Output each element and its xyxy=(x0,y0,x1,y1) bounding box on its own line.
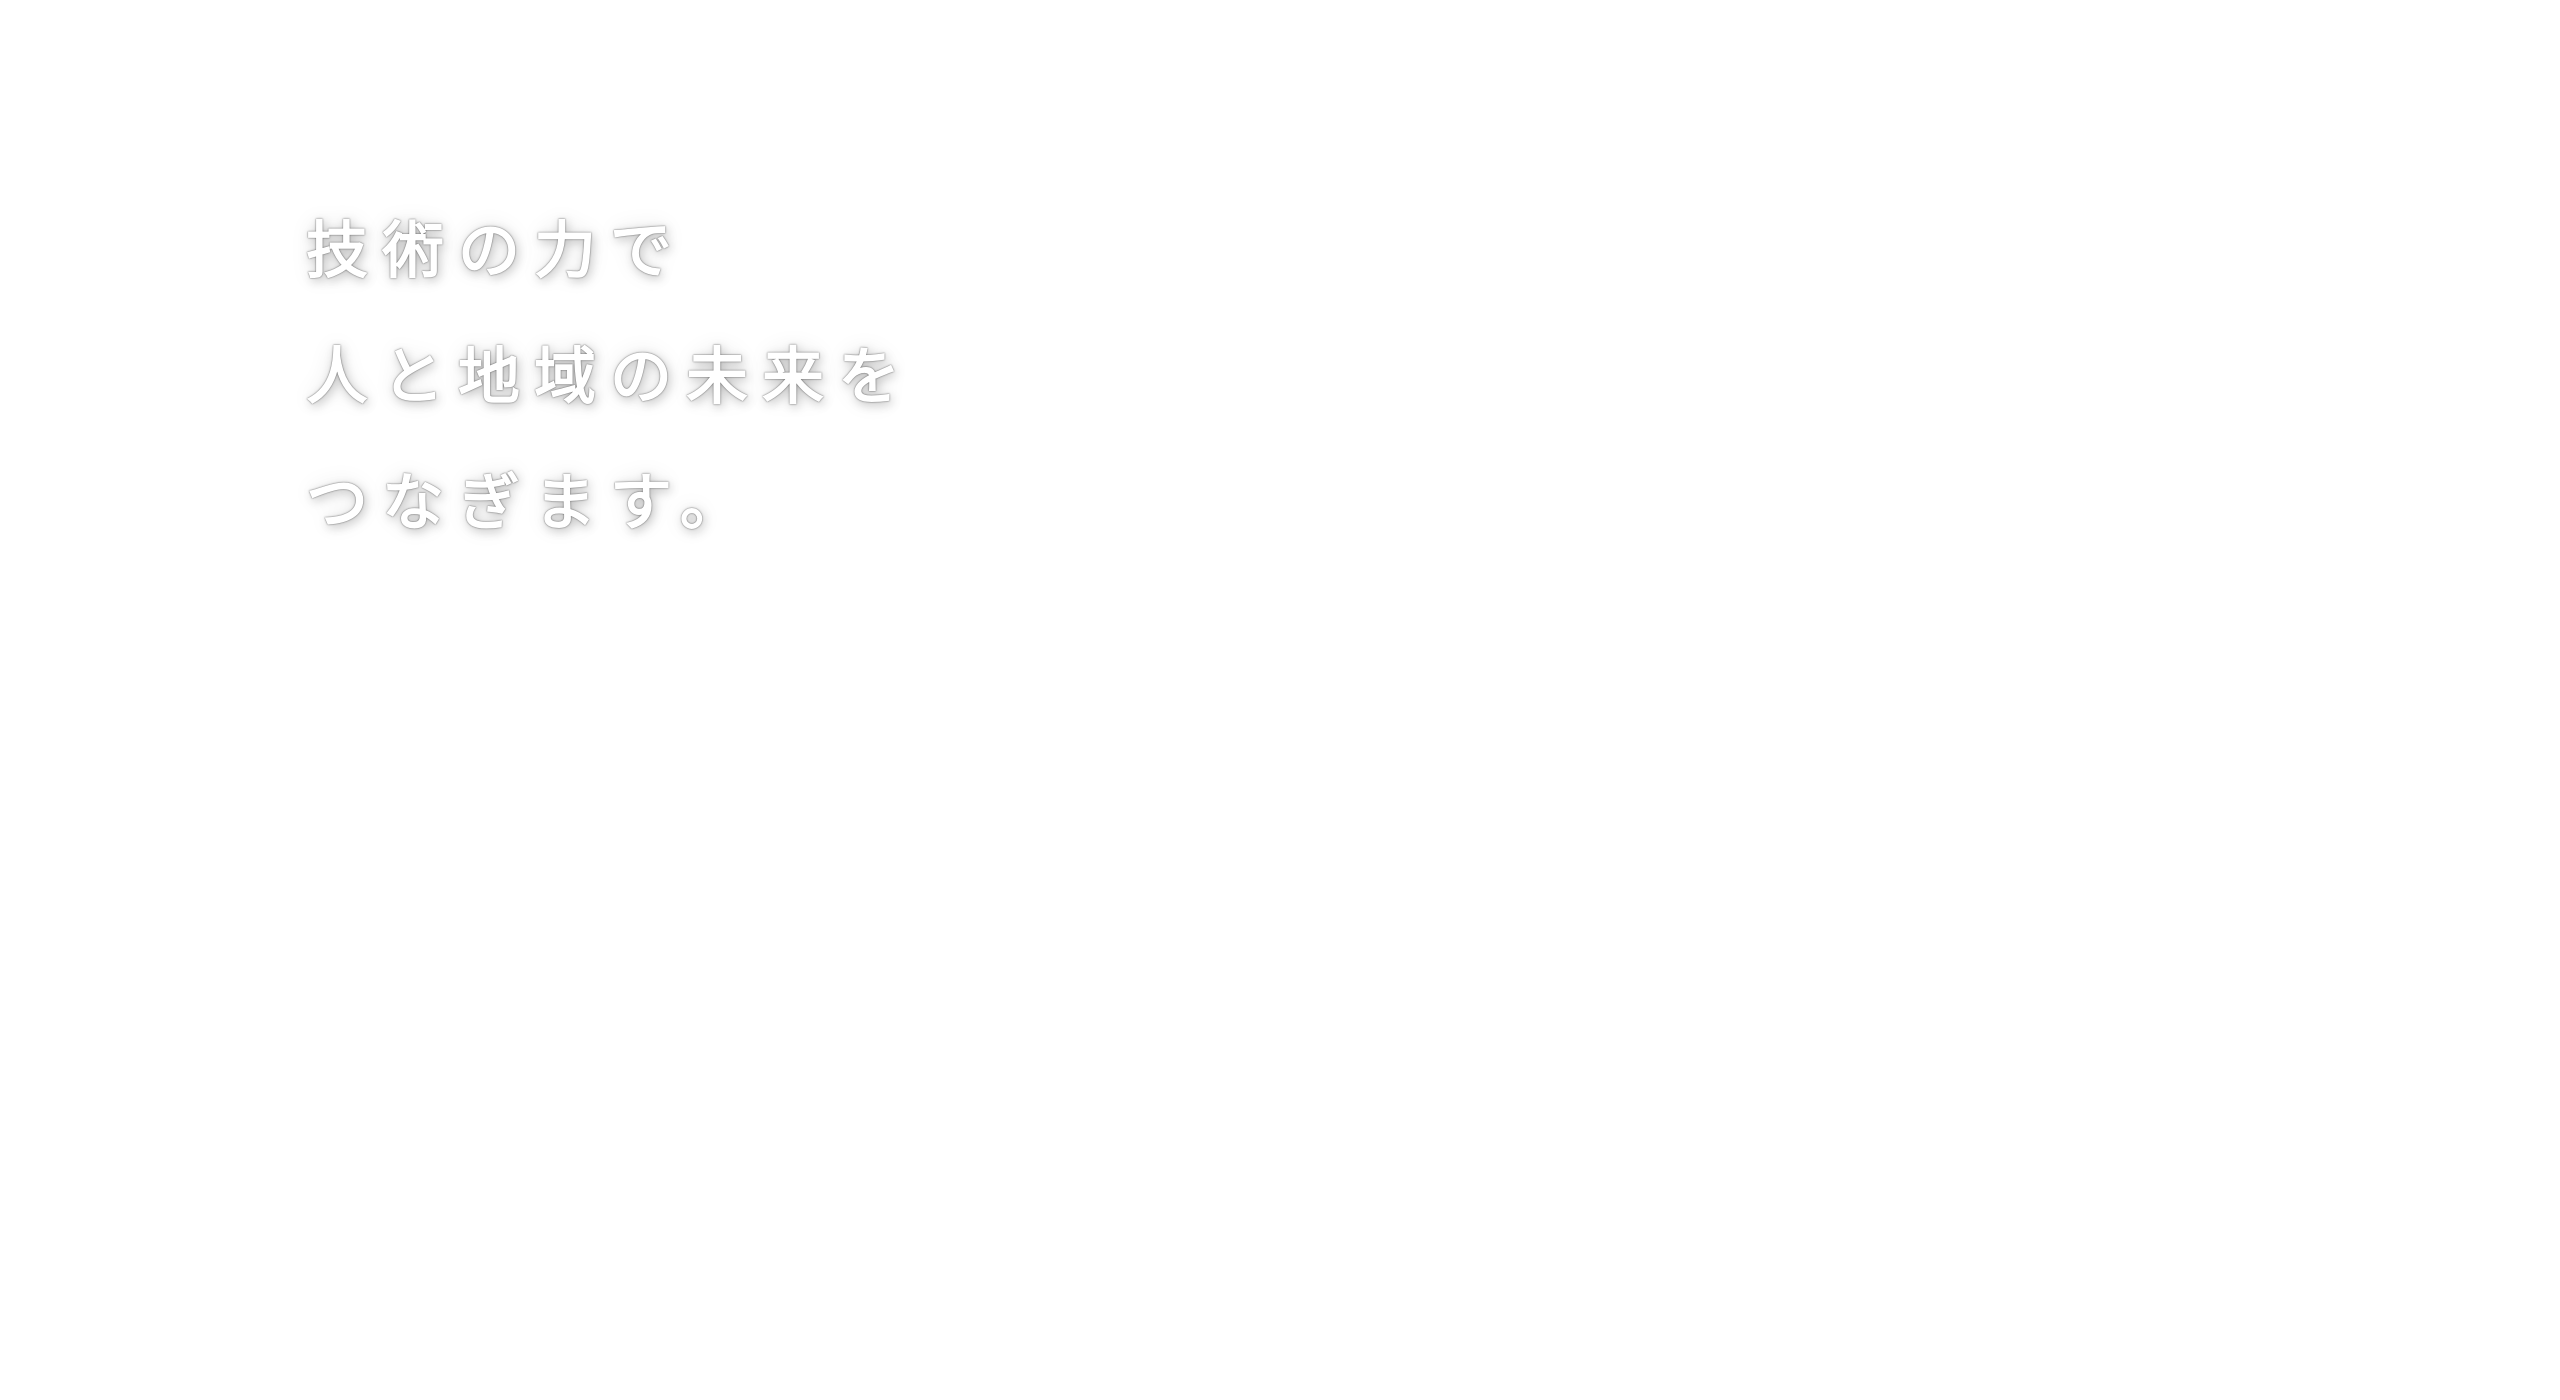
hero-tagline: 技術の力で 人と地域の未来を つなぎます。 xyxy=(306,188,914,566)
hero-tagline-line-3: つなぎます。 xyxy=(306,466,756,539)
hero-tagline-line-1: 技術の力で xyxy=(306,214,687,287)
hero-tagline-line-2: 人と地域の未来を xyxy=(306,340,915,413)
